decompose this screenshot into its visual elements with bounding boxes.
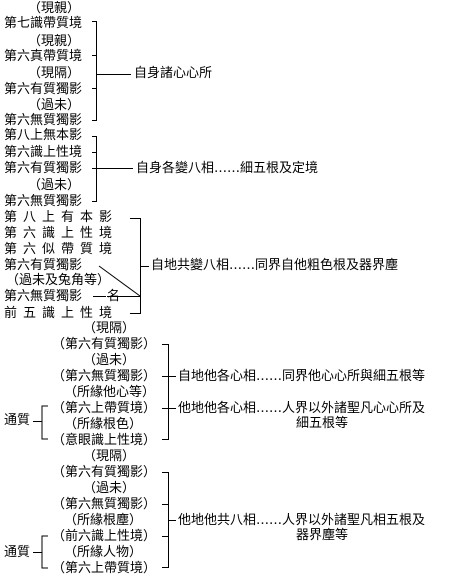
s5-line-2: （第六有質獨影） [52, 465, 157, 480]
s2-tick-3 [92, 168, 96, 169]
s5-line-6: （前六識上性境） [52, 529, 157, 544]
s5-line-1: （現隔） [83, 449, 136, 464]
s1-line-5: （現隔） [28, 66, 81, 81]
s1-line-7: （過未） [28, 98, 81, 113]
s5-line-4: （第六無質獨影） [52, 497, 157, 512]
s1-line-3: （現親） [28, 34, 81, 49]
s5-line-8: （第六上帶質境） [52, 561, 157, 576]
s4-line-6: （第六上帶質境） [52, 401, 157, 416]
s5-line-3: （過未） [83, 481, 136, 496]
s5-line-7: （所緣人物） [64, 545, 143, 560]
s2-tick-1 [92, 136, 96, 137]
s2-bracket [96, 136, 97, 202]
s5-result-1a: 他地他共八相……人界以外諸聖凡相五根及 [178, 513, 426, 528]
s5-result-1b: 器界塵等 [296, 528, 349, 543]
s1-result: 自身諸心心所 [134, 66, 213, 81]
s4-line-5: （所緣他心等） [64, 385, 156, 400]
s4-result-2a: 他地他各心相……人界以外諸聖凡心心所及 [178, 401, 426, 416]
s3-result: 自地共變八相……同界自他粗色根及器界塵 [151, 258, 399, 273]
s2-line-1: 第八上無本影 [4, 128, 83, 143]
s4-result-2b: 細五根等 [296, 416, 349, 431]
s4-line-7: （所緣根色） [64, 417, 143, 432]
s2-line-3: 第六有質獨影 [4, 161, 83, 176]
s2-line-4: （過未） [28, 178, 81, 193]
s2-line-2: 第六識上性境 [4, 145, 83, 160]
s4-line-3: （過未） [83, 353, 136, 368]
s3-line-5: （過未及兔角等） [6, 273, 111, 288]
s1-line-2: 第七識帶質境 [4, 16, 83, 31]
s1-line-8: 第六無質獨影 [4, 113, 83, 128]
s5-line-5: （所緣根塵） [64, 513, 143, 528]
s2-connector [97, 168, 133, 169]
s4-result-1: 自地他各心相……同界他心心所與細五根等 [178, 369, 426, 384]
s4-line-2: （第六有質獨影） [52, 337, 157, 352]
s2-result: 自身各變八相……細五根及定境 [136, 161, 319, 176]
s2-tick-2 [92, 152, 96, 153]
s1-tick-2 [92, 55, 96, 56]
s4-line-4: （第六無質獨影） [52, 369, 157, 384]
s3-line-6: 第六無質獨影 [4, 289, 83, 304]
s4-line-1: （現隔） [83, 321, 136, 336]
s2-tick-4 [92, 201, 96, 202]
s1-tick-3 [92, 88, 96, 89]
s4-line-8: （意眼識上性境） [52, 433, 157, 448]
s1-bracket [96, 21, 97, 121]
s1-connector [97, 74, 131, 75]
s3-line-3: 第六似帶質境 [4, 242, 119, 257]
s3-line-4: 第六有質獨影 [4, 258, 83, 273]
s2-line-5: 第六無質獨影 [4, 194, 83, 209]
s3-line-7: 前五識上性境 [4, 306, 119, 321]
s5-label: 通質 [4, 545, 31, 560]
s1-line-1: （現親） [28, 1, 81, 16]
s1-tick-4 [92, 120, 96, 121]
s4-label: 通質 [4, 413, 31, 428]
s1-line-4: 第六真帶質境 [4, 49, 83, 64]
s3-line-1: 第八上有本影 [4, 210, 119, 225]
s1-tick-1 [92, 21, 96, 22]
s1-line-6: 第六有質獨影 [4, 82, 83, 97]
s3-line-2: 第六識上性境 [4, 226, 119, 241]
